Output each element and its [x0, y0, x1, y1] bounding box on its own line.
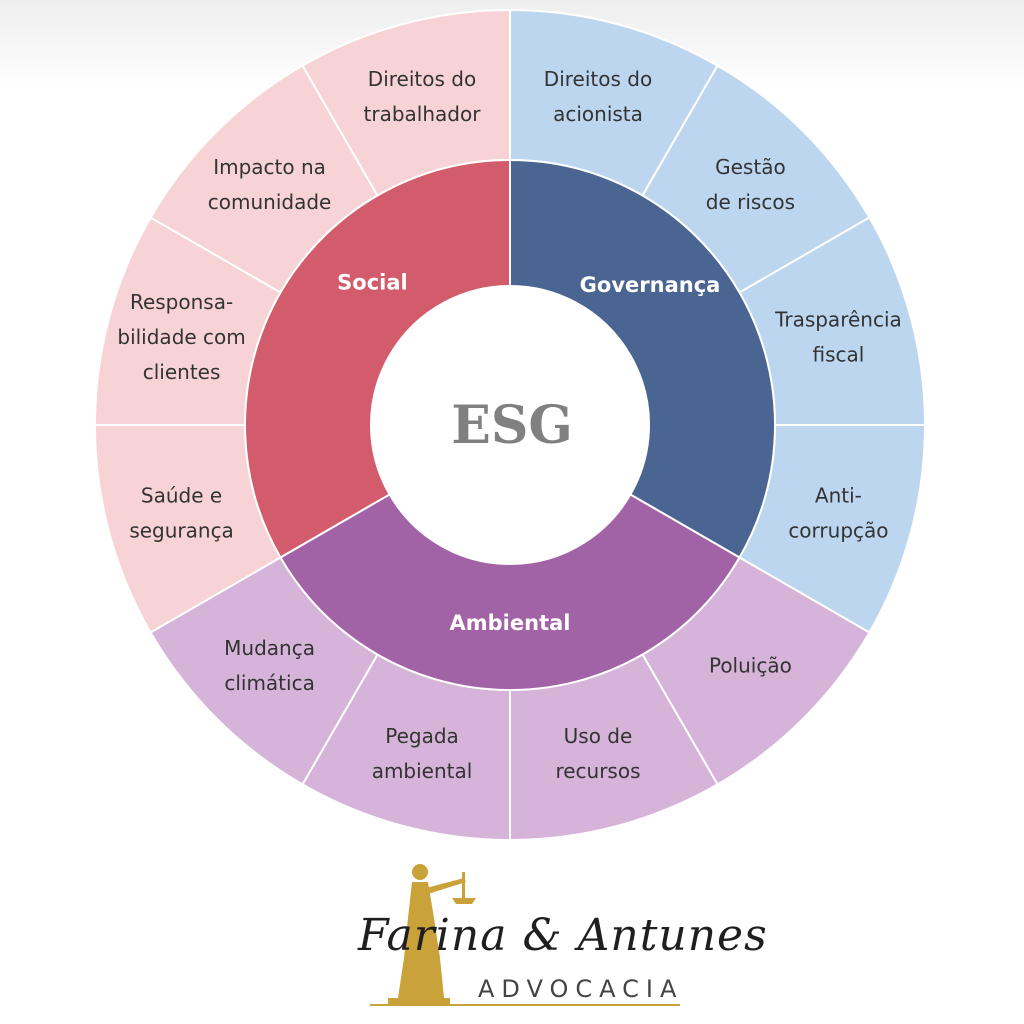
law-firm-logo: Farina & Antunes ADVOCACIA [350, 858, 770, 1018]
category-label-governanca: Governança [580, 273, 721, 297]
brand-tagline: ADVOCACIA [478, 975, 684, 1003]
category-label-ambiental: Ambiental [450, 611, 571, 635]
leaf-label-poluicao: Poluição [709, 653, 792, 677]
brand-name: Farina & Antunes [358, 910, 768, 961]
center-label: ESG [451, 395, 573, 456]
lady-justice-icon [388, 864, 476, 1006]
center-hole [371, 286, 649, 564]
logo-divider [370, 1004, 680, 1006]
category-label-social: Social [337, 271, 408, 295]
leaf-label-anti-corrupcao: Anti-corrupção [788, 483, 888, 542]
